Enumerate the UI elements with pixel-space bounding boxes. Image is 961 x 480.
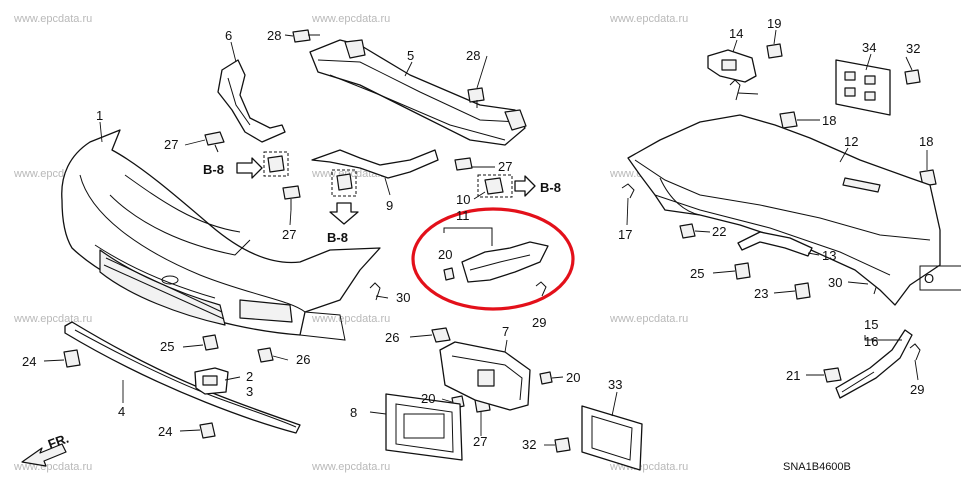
front-label: FR.: [46, 431, 71, 452]
watermark-text: www.epcdata.ru: [311, 13, 390, 25]
callout-20[interactable]: 20: [421, 391, 435, 406]
callout-26[interactable]: 26: [296, 352, 310, 367]
callout-3[interactable]: 3: [246, 384, 253, 399]
bumper-beam-5[interactable]: [309, 39, 527, 146]
callout-24[interactable]: 24: [22, 354, 36, 369]
highlighted-group[interactable]: [411, 207, 575, 311]
callout-9[interactable]: 9: [386, 198, 393, 213]
arrow-right-icon: [236, 157, 263, 179]
watermarks: www.epcdata.ru www.epcdata.ru www.epcdat…: [13, 13, 688, 473]
bracket-13[interactable]: [737, 231, 813, 257]
callout-28[interactable]: 28: [466, 48, 480, 63]
callout-11[interactable]: 11: [456, 208, 470, 223]
callout-18[interactable]: 18: [822, 113, 836, 128]
diagram-code: SNA1B4600B: [783, 461, 851, 473]
callout-24[interactable]: 24: [158, 424, 172, 439]
callout-17[interactable]: 17: [618, 227, 632, 242]
callout-1[interactable]: 1: [96, 108, 103, 123]
callout-30[interactable]: 30: [396, 290, 410, 305]
lower-spoiler-4[interactable]: [64, 321, 301, 434]
callout-23[interactable]: 23: [754, 286, 768, 301]
section-ref-label: B-8: [540, 180, 561, 195]
plate-33[interactable]: [581, 405, 643, 471]
callout-27[interactable]: 27: [164, 137, 178, 152]
callout-32[interactable]: 32: [522, 437, 536, 452]
callout-10[interactable]: 10: [456, 192, 470, 207]
callout-8[interactable]: 8: [350, 405, 357, 420]
stay-9[interactable]: [311, 149, 439, 196]
callout-19[interactable]: 19: [767, 16, 781, 31]
callout-33[interactable]: 33: [608, 377, 622, 392]
callout-13[interactable]: 13: [822, 248, 836, 263]
watermark-text: www.epcdata.ru: [609, 313, 688, 325]
leader-lines: [43, 29, 928, 446]
callout-32[interactable]: 32: [906, 41, 920, 56]
callout-25[interactable]: 25: [160, 339, 174, 354]
callout-18[interactable]: 18: [919, 134, 933, 149]
license-bracket-7[interactable]: [439, 339, 531, 411]
callout-5[interactable]: 5: [407, 48, 414, 63]
callout-28[interactable]: 28: [267, 28, 281, 43]
spacer-16[interactable]: [835, 329, 913, 399]
watermark-text: www.epcdata.ru: [311, 461, 390, 473]
callout-20[interactable]: 20: [438, 247, 452, 262]
callouts: 1 6 28 5 28 27 27 9 27 10 11 20 29 30 25…: [22, 16, 933, 452]
bracket-14[interactable]: [707, 39, 757, 83]
cut-off-label: O: [924, 271, 934, 286]
license-frame-8[interactable]: [385, 393, 463, 461]
section-refs: B-8 B-8 B-8: [203, 151, 561, 245]
callout-25[interactable]: 25: [690, 266, 704, 281]
callout-29[interactable]: 29: [532, 315, 546, 330]
bracket-6[interactable]: [217, 41, 286, 143]
callout-21[interactable]: 21: [786, 368, 800, 383]
front-arrow-icon: [21, 443, 67, 467]
watermark-text: www.epcdata.ru: [311, 313, 390, 325]
bracket-2-3[interactable]: [194, 367, 229, 395]
rear-bumper[interactable]: [627, 114, 941, 306]
callout-22[interactable]: 22: [712, 224, 726, 239]
front-bumper-face[interactable]: [61, 129, 381, 341]
callout-12[interactable]: 12: [844, 134, 858, 149]
callout-7[interactable]: 7: [502, 324, 509, 339]
callout-6[interactable]: 6: [225, 28, 232, 43]
watermark-text: www.epcdata.ru: [13, 13, 92, 25]
callout-29[interactable]: 29: [910, 382, 924, 397]
callout-27[interactable]: 27: [498, 159, 512, 174]
arrow-right-icon: [514, 175, 536, 197]
callout-26[interactable]: 26: [385, 330, 399, 345]
cut-off-panel: O: [919, 265, 961, 291]
callout-4[interactable]: 4: [118, 404, 125, 419]
plate-bracket-34[interactable]: [835, 53, 891, 116]
section-ref-label: B-8: [203, 162, 224, 177]
watermark-text: www.epcdata.ru: [13, 313, 92, 325]
callout-2[interactable]: 2: [246, 369, 253, 384]
callout-27[interactable]: 27: [282, 227, 296, 242]
arrow-down-icon: [329, 202, 359, 225]
callout-14[interactable]: 14: [729, 26, 743, 41]
callout-20[interactable]: 20: [566, 370, 580, 385]
callout-27[interactable]: 27: [473, 434, 487, 449]
callout-16[interactable]: 16: [864, 334, 878, 349]
callout-30[interactable]: 30: [828, 275, 842, 290]
watermark-text: www.epcdata.ru: [609, 13, 688, 25]
callout-34[interactable]: 34: [862, 40, 876, 55]
callout-15[interactable]: 15: [864, 317, 878, 332]
front-direction-indicator: FR.: [21, 431, 71, 467]
section-ref-label: B-8: [327, 230, 348, 245]
